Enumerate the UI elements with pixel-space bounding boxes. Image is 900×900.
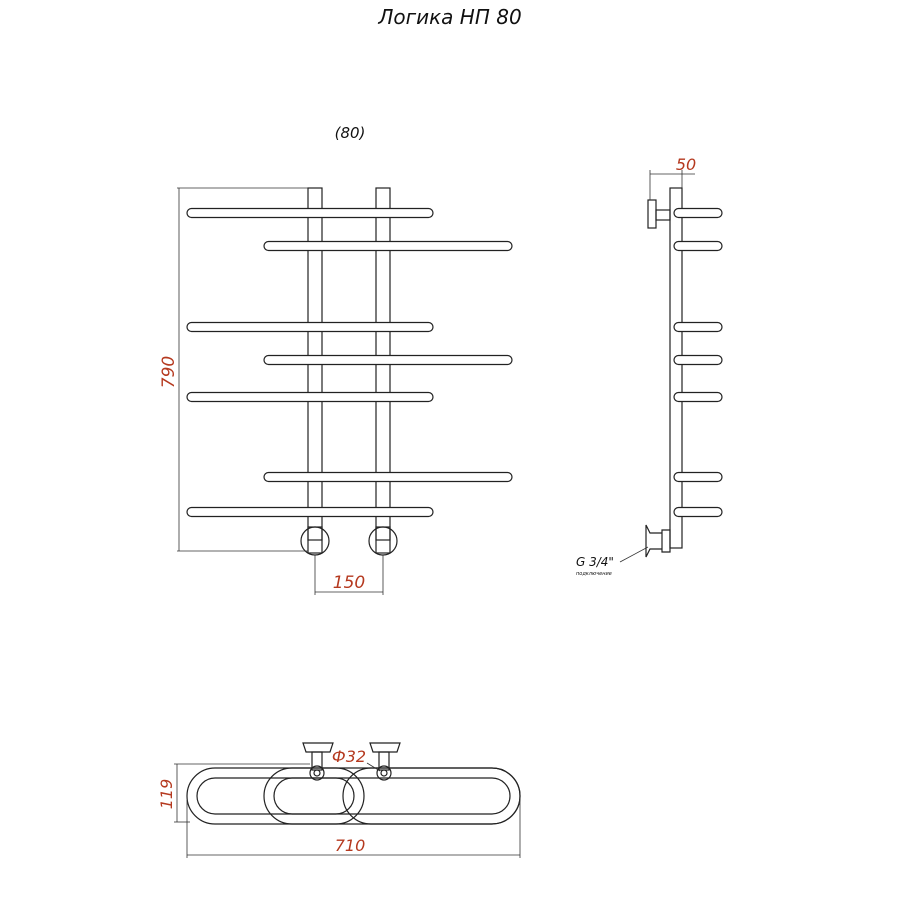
connection-right	[368, 526, 398, 556]
valve-top-left	[302, 742, 334, 781]
loop-left-inner	[196, 777, 355, 815]
towel-bar-side	[673, 391, 723, 403]
loop-right-outer	[342, 767, 521, 825]
wall-offset-dimension: 50	[676, 155, 696, 174]
towel-bar	[263, 240, 513, 252]
towel-bar	[186, 506, 434, 518]
connector-left	[307, 526, 323, 554]
wall-bracket	[655, 209, 671, 221]
axis-distance-dimension: 150	[333, 573, 365, 593]
width-dimension: 710	[335, 836, 366, 855]
side-view: 50 G 3/4" подключение	[576, 155, 723, 577]
towel-bar	[186, 391, 434, 403]
loop-left-outer	[186, 767, 365, 825]
valve	[645, 524, 671, 558]
towel-bar-side	[673, 240, 723, 252]
towel-bar-side	[673, 471, 723, 483]
pipe-diameter-dimension: Ф32	[332, 747, 366, 766]
towel-bar	[263, 471, 513, 483]
depth-dimension: 119	[157, 779, 176, 810]
height-dimension: 790	[159, 356, 179, 388]
front-view: 790 150	[159, 187, 513, 595]
towel-bar-side	[673, 321, 723, 333]
valve-top-right	[369, 742, 401, 781]
towel-bar	[263, 354, 513, 366]
drawing-subtitle: (80)	[335, 124, 366, 142]
towel-bar	[186, 207, 434, 219]
towel-bar-side	[673, 354, 723, 366]
loop-middle-outer	[263, 767, 521, 825]
towel-bar	[186, 321, 434, 333]
loop-middle-inner	[273, 777, 511, 815]
thread-label: G 3/4"	[576, 555, 614, 569]
connection-note: подключение	[576, 571, 612, 577]
towel-bar-side	[673, 506, 723, 518]
towel-bar-side	[673, 207, 723, 219]
top-view: Ф32 119 710	[157, 742, 521, 858]
side-riser	[669, 187, 683, 549]
connector-right	[375, 526, 391, 554]
wall-plate	[647, 199, 657, 229]
drawing-title: Логика НП 80	[377, 5, 521, 29]
